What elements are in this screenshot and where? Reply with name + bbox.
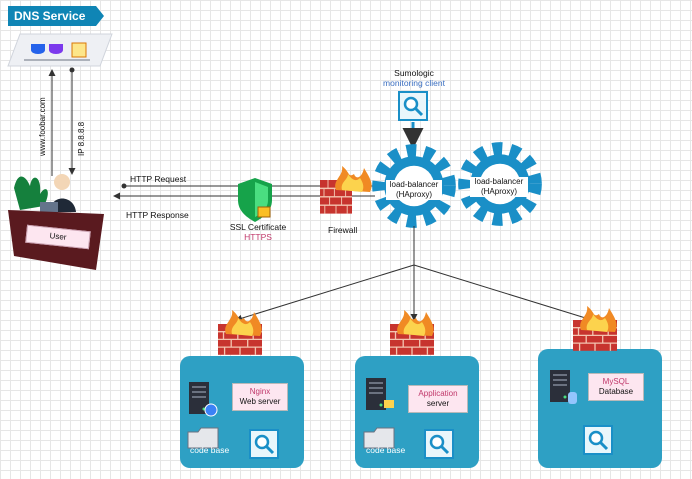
dns-service-title: DNS Service — [8, 6, 104, 26]
app-codebase-label: code base — [366, 445, 406, 455]
db-firewall-icon — [572, 306, 618, 352]
ssl-line1: SSL Certificate — [229, 222, 287, 232]
dns-ip-label: IP 8.8.8.8 — [77, 121, 86, 156]
user-desk-icon — [8, 174, 104, 270]
app-firewall-icon — [389, 310, 435, 356]
dns-domain-label: www.foobar.com — [38, 97, 47, 156]
firewall-icon — [319, 166, 372, 215]
monitoring-label: Sumologic monitoring client — [378, 68, 450, 88]
web-monitor-icon — [248, 428, 280, 460]
link-web — [235, 264, 415, 322]
monitor-line1: Sumologic — [394, 68, 434, 78]
ssl-line2: HTTPS — [244, 232, 272, 242]
db-server-icon — [550, 370, 570, 402]
http-request-label: HTTP Request — [130, 174, 187, 184]
monitor-line2: monitoring client — [383, 78, 445, 88]
ssl-label: SSL Certificate HTTPS — [228, 222, 288, 242]
lb-secondary-label: load-balancer(HAproxy) — [470, 177, 528, 197]
lb-primary-label: load-balancer(HAproxy) — [386, 180, 442, 200]
app-server-icon — [366, 378, 386, 410]
db-monitor-icon — [582, 424, 614, 456]
app-monitor-icon — [423, 428, 455, 460]
web-codebase-label: code base — [190, 445, 230, 455]
http-response-label: HTTP Response — [126, 210, 189, 220]
web-firewall-icon — [217, 310, 263, 356]
firewall-label: Firewall — [328, 225, 358, 235]
ssl-shield-icon — [238, 178, 272, 222]
dns-server-rack — [7, 33, 113, 67]
monitoring-icon — [397, 90, 429, 122]
link-db — [413, 264, 593, 322]
